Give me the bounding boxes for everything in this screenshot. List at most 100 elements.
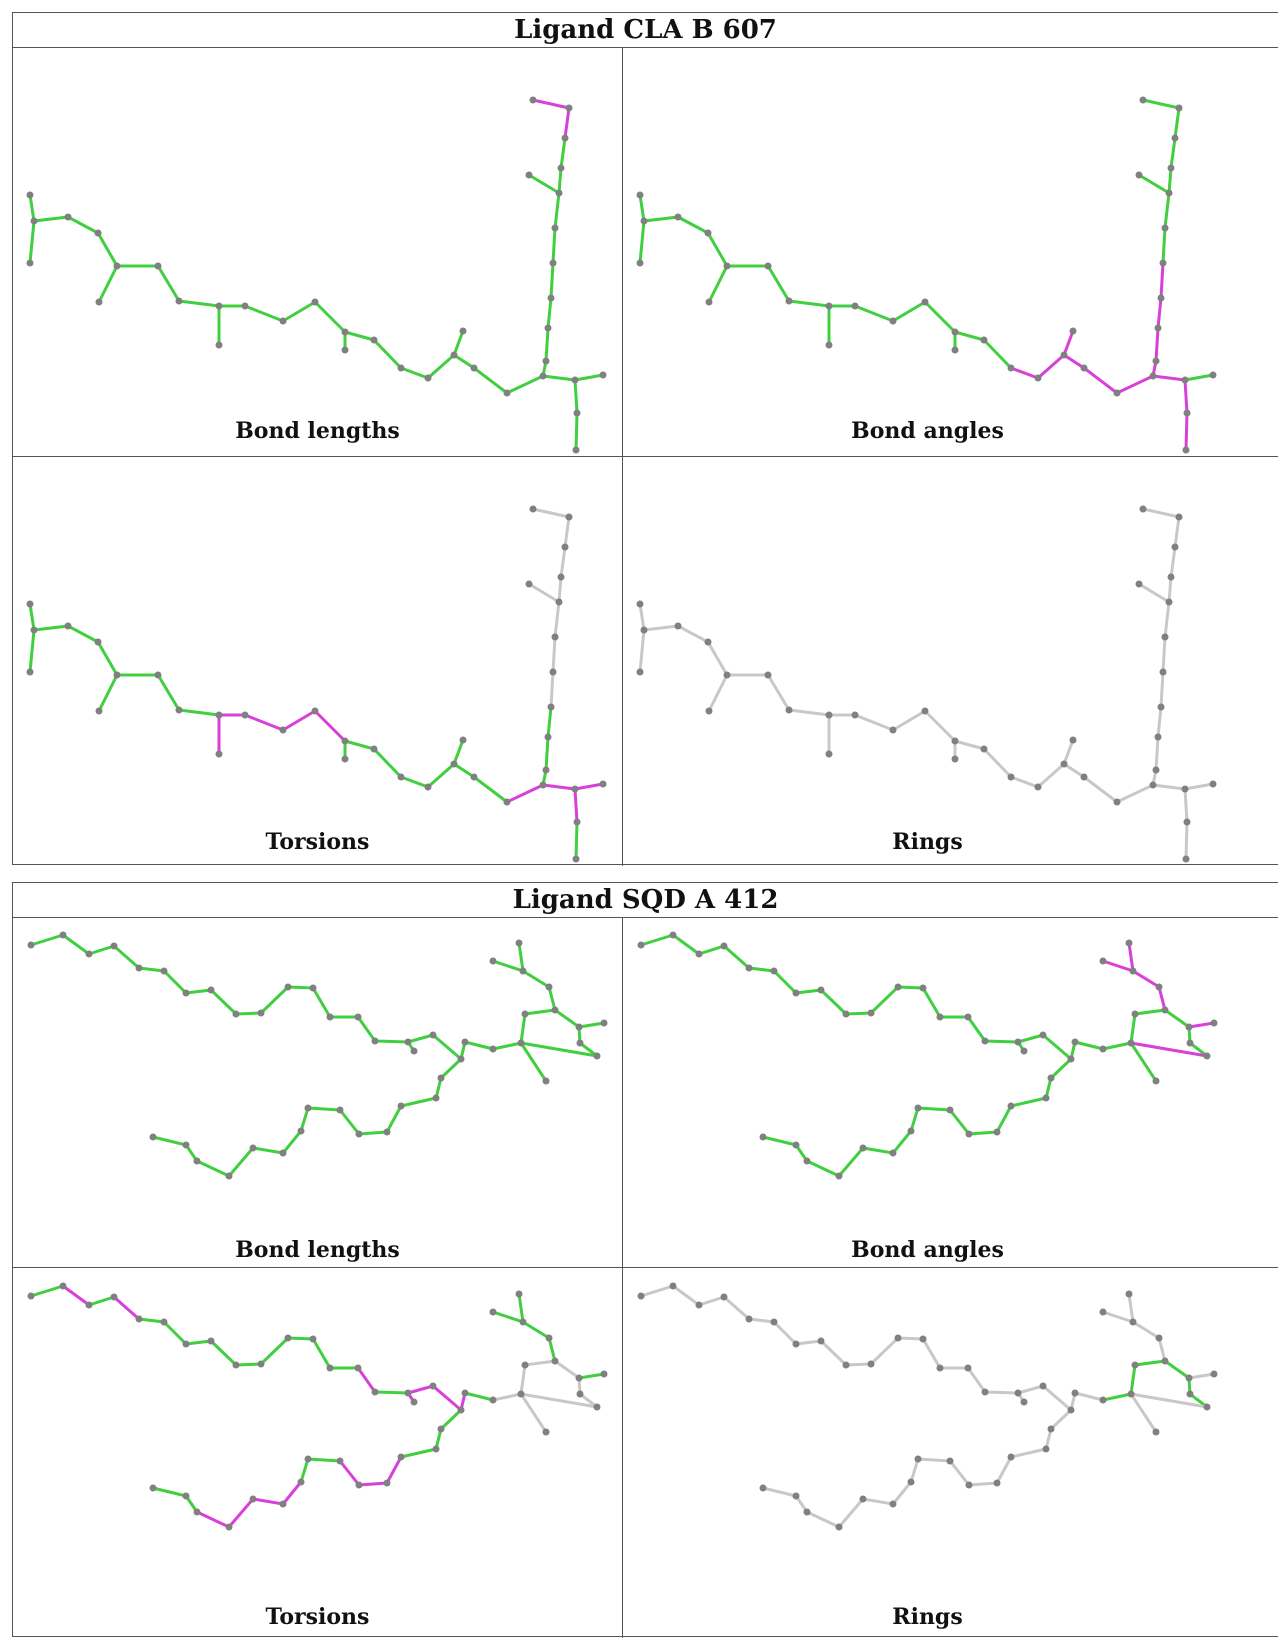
atom xyxy=(1159,259,1167,267)
atom xyxy=(341,737,349,745)
bond xyxy=(642,215,680,223)
atom xyxy=(1181,376,1189,384)
atom xyxy=(336,1106,344,1114)
bond xyxy=(112,1295,141,1321)
atom xyxy=(539,781,547,789)
atom xyxy=(1139,505,1147,513)
atom xyxy=(825,341,833,349)
atom xyxy=(529,96,537,104)
atom xyxy=(1071,1389,1079,1397)
bond xyxy=(923,709,957,743)
bond xyxy=(853,304,895,323)
atom xyxy=(459,736,467,744)
bond xyxy=(983,1039,1020,1044)
atom xyxy=(573,818,581,826)
bond xyxy=(578,1041,599,1058)
atom xyxy=(936,1013,944,1021)
bond xyxy=(966,1366,987,1394)
atom xyxy=(1080,364,1088,372)
atom xyxy=(636,191,644,199)
atom xyxy=(576,1390,584,1398)
bond xyxy=(406,1033,435,1044)
atom xyxy=(309,984,317,992)
atom xyxy=(835,1172,843,1180)
bond xyxy=(671,1284,701,1307)
bond xyxy=(519,1012,527,1045)
bond xyxy=(966,1015,987,1043)
atom xyxy=(593,1052,601,1060)
bond xyxy=(706,231,729,268)
bond xyxy=(311,986,332,1019)
atom xyxy=(215,750,223,758)
bond xyxy=(1062,329,1075,357)
atom xyxy=(573,409,581,417)
atom xyxy=(1080,773,1088,781)
bond xyxy=(463,1040,495,1051)
bond xyxy=(1133,1359,1167,1367)
bond xyxy=(549,261,555,300)
atom xyxy=(914,1455,922,1463)
atom xyxy=(565,513,573,521)
ligand-section-1: Ligand CLA B 607 Bond lengths Bond angle… xyxy=(12,12,1278,866)
atom xyxy=(1155,983,1163,991)
bond xyxy=(639,933,675,947)
bond xyxy=(541,783,577,791)
atom xyxy=(1209,371,1217,379)
atom xyxy=(160,967,168,975)
atom xyxy=(542,1428,550,1436)
atom xyxy=(383,1479,391,1487)
atom xyxy=(1129,1318,1137,1326)
atom xyxy=(555,189,563,197)
atom xyxy=(354,1013,362,1021)
bond xyxy=(356,1366,377,1394)
bond xyxy=(406,1384,435,1395)
atom xyxy=(720,1293,728,1301)
bond xyxy=(439,1408,463,1431)
bond xyxy=(28,219,36,265)
atom xyxy=(1129,967,1137,975)
atom xyxy=(397,1102,405,1110)
bond xyxy=(541,374,577,382)
atom xyxy=(1135,580,1143,588)
bond xyxy=(909,1457,920,1484)
grid-divider-horizontal xyxy=(13,1267,1278,1268)
bond xyxy=(452,738,465,766)
bond xyxy=(1016,1033,1045,1044)
bond xyxy=(995,1455,1013,1485)
bond xyxy=(921,1337,942,1370)
panel-rings: Rings xyxy=(623,457,1278,866)
atom xyxy=(565,104,573,112)
bond xyxy=(574,411,579,452)
bond xyxy=(184,1339,213,1346)
bond xyxy=(557,166,563,195)
bond xyxy=(531,507,571,519)
atom xyxy=(637,941,645,949)
atom xyxy=(600,1019,608,1027)
bond xyxy=(707,264,729,304)
bond xyxy=(1009,366,1040,380)
bond xyxy=(1157,985,1167,1012)
atom xyxy=(1007,1453,1015,1461)
atom xyxy=(867,1009,875,1017)
bond xyxy=(306,1106,342,1112)
molecule-structure xyxy=(26,96,607,454)
atom xyxy=(1186,1039,1194,1047)
atom xyxy=(764,671,772,679)
bond xyxy=(1041,1033,1073,1061)
atom xyxy=(182,1340,190,1348)
atom xyxy=(919,984,927,992)
atom xyxy=(1014,1038,1022,1046)
atom xyxy=(94,638,102,646)
bond xyxy=(722,1295,751,1321)
panel-bond-angles: Bond angles xyxy=(623,48,1278,456)
bond xyxy=(184,988,213,995)
atom xyxy=(1171,543,1179,551)
bond xyxy=(1167,575,1173,604)
bond xyxy=(1101,1392,1133,1402)
atom xyxy=(149,1484,157,1492)
atom xyxy=(674,622,682,630)
atom xyxy=(470,773,478,781)
atom xyxy=(951,737,959,745)
bond xyxy=(1183,378,1189,415)
atom xyxy=(1125,939,1133,947)
